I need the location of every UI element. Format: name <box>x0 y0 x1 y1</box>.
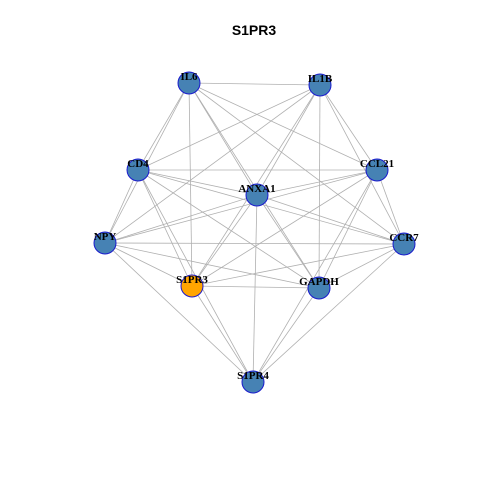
edge-anxa1-gapdh <box>256 194 320 289</box>
edge-cd4-ccr7 <box>137 169 405 245</box>
edge-il6-ccr7 <box>188 82 405 245</box>
edge-npy-s1pr3 <box>104 242 193 287</box>
edge-il1b-ccr7 <box>319 84 405 245</box>
edge-npy-s1pr4 <box>104 242 254 383</box>
edge-ccl21-ccr7 <box>376 169 405 245</box>
edge-ccl21-gapdh <box>318 169 378 289</box>
edge-il6-ccl21 <box>188 82 378 171</box>
node-label-il1b: IL1B <box>308 73 333 85</box>
edge-ccl21-npy <box>104 169 378 244</box>
edge-ccr7-gapdh <box>318 243 405 289</box>
node-il6 <box>177 71 201 95</box>
edge-cd4-s1pr3 <box>137 169 193 287</box>
edge-cd4-gapdh <box>137 169 320 289</box>
edges-layer <box>104 82 405 383</box>
node-label-s1pr4: S1PR4 <box>237 370 269 382</box>
edge-il6-cd4 <box>137 82 190 171</box>
edge-il1b-ccl21 <box>319 84 378 171</box>
nodes-layer <box>93 71 416 394</box>
node-ccr7 <box>392 232 416 256</box>
edge-anxa1-npy <box>104 194 258 244</box>
node-cd4 <box>126 158 150 182</box>
edge-il1b-cd4 <box>137 84 321 171</box>
edge-ccl21-s1pr4 <box>252 169 378 383</box>
edge-ccr7-s1pr3 <box>191 243 405 287</box>
edge-npy-gapdh <box>104 242 320 289</box>
edge-il1b-anxa1 <box>256 84 321 196</box>
edge-il6-il1b <box>188 82 321 86</box>
node-label-ccl21: CCL21 <box>360 158 394 170</box>
node-label-anxa1: ANXA1 <box>238 183 275 195</box>
node-label-npy: NPY <box>94 231 117 243</box>
node-label-s1pr3: S1PR3 <box>176 274 208 286</box>
edge-npy-ccr7 <box>104 242 405 245</box>
node-anxa1 <box>245 183 269 207</box>
edge-il1b-npy <box>104 84 321 244</box>
edge-anxa1-s1pr3 <box>191 194 258 287</box>
edge-anxa1-s1pr4 <box>252 194 258 383</box>
node-s1pr4 <box>241 370 265 394</box>
edge-cd4-npy <box>104 169 139 244</box>
edge-s1pr3-s1pr4 <box>191 285 254 383</box>
node-gapdh <box>307 276 331 300</box>
node-npy <box>93 231 117 255</box>
edge-il6-anxa1 <box>188 82 258 196</box>
node-s1pr3 <box>180 274 204 298</box>
node-il1b <box>308 73 332 97</box>
node-label-cd4: CD4 <box>127 158 149 170</box>
node-label-gapdh: GAPDH <box>299 276 339 288</box>
edge-il1b-gapdh <box>318 84 321 289</box>
edge-ccl21-s1pr3 <box>191 169 378 287</box>
edge-anxa1-ccr7 <box>256 194 405 245</box>
edge-ccr7-s1pr4 <box>252 243 405 383</box>
node-label-ccr7: CCR7 <box>389 232 419 244</box>
diagram-title: S1PR3 <box>232 22 277 38</box>
node-ccl21 <box>365 158 389 182</box>
edge-gapdh-s1pr4 <box>252 287 320 383</box>
edge-s1pr3-gapdh <box>191 285 320 289</box>
node-label-il6: IL6 <box>180 71 198 83</box>
edge-ccl21-anxa1 <box>256 169 378 196</box>
edge-cd4-anxa1 <box>137 169 258 196</box>
